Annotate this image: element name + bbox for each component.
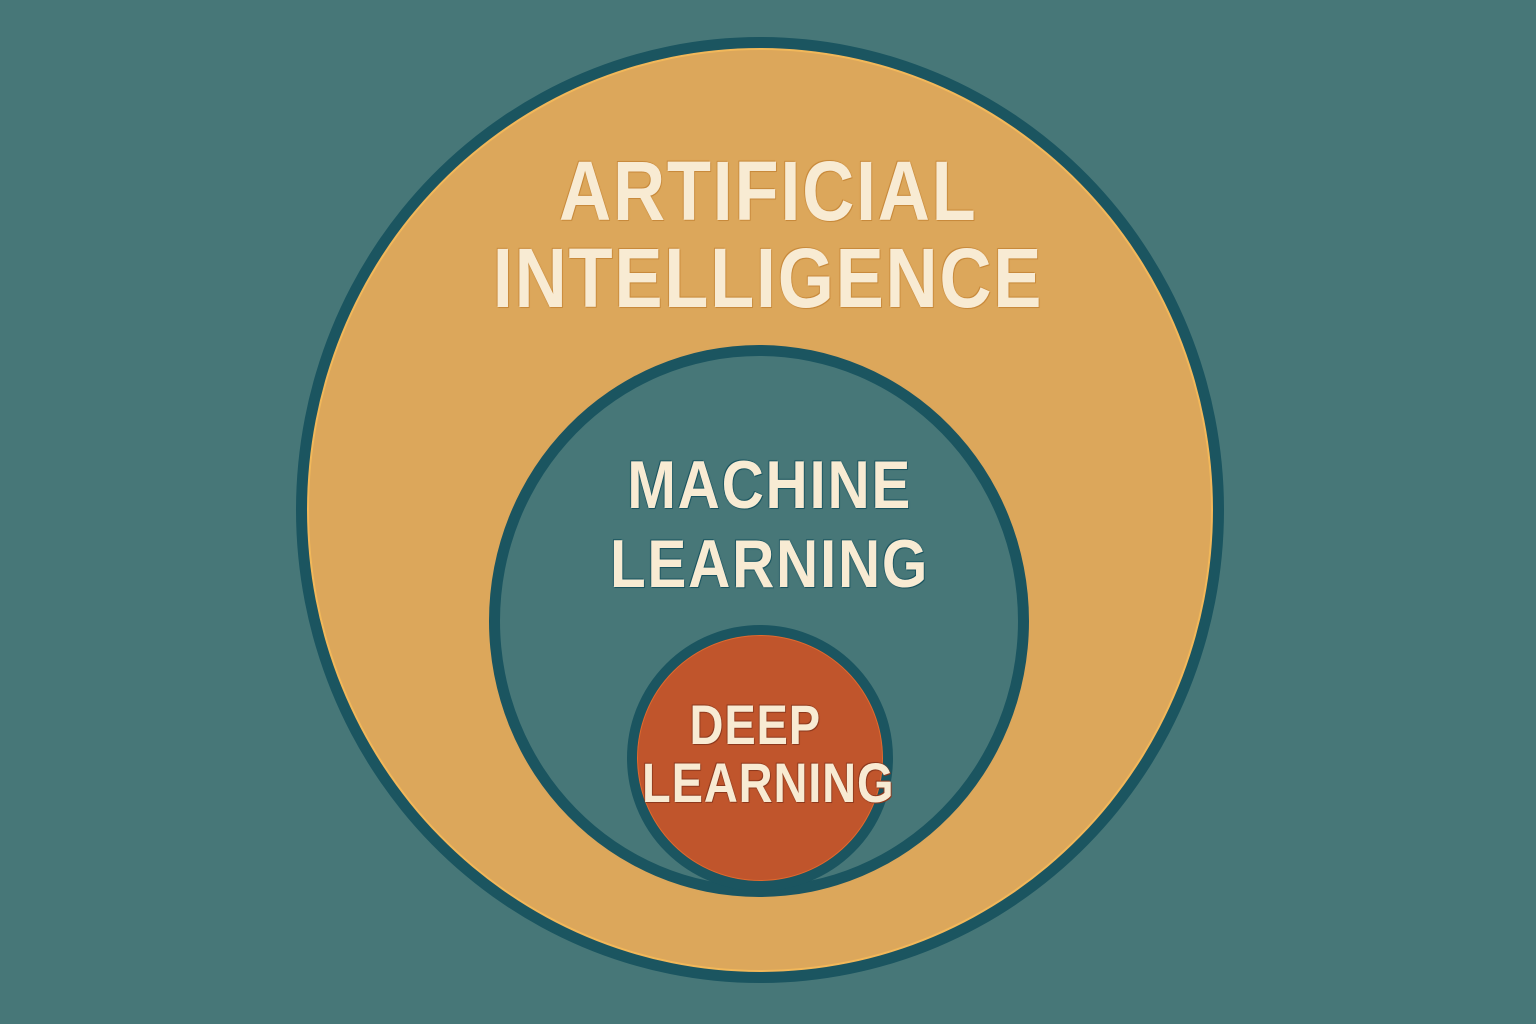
artificial-intelligence-label-line2: INTELLIGENCE (0, 236, 1536, 320)
label-text: DEEP (689, 693, 821, 756)
machine-learning-label-line1: MACHINE (2, 451, 1536, 519)
deep-learning-label-line1: DEEP (0, 697, 1523, 753)
machine-learning-label-line2: LEARNING (2, 530, 1536, 598)
label-text: ARTIFICIAL (558, 144, 978, 238)
label-text: LEARNING (641, 751, 895, 814)
label-text: LEARNING (610, 526, 930, 602)
artificial-intelligence-label-line1: ARTIFICIAL (0, 149, 1536, 233)
label-text: MACHINE (627, 447, 913, 523)
deep-learning-label-line2: LEARNING (0, 755, 1536, 811)
label-text: INTELLIGENCE (492, 231, 1044, 325)
deep-learning-circle (627, 625, 893, 891)
